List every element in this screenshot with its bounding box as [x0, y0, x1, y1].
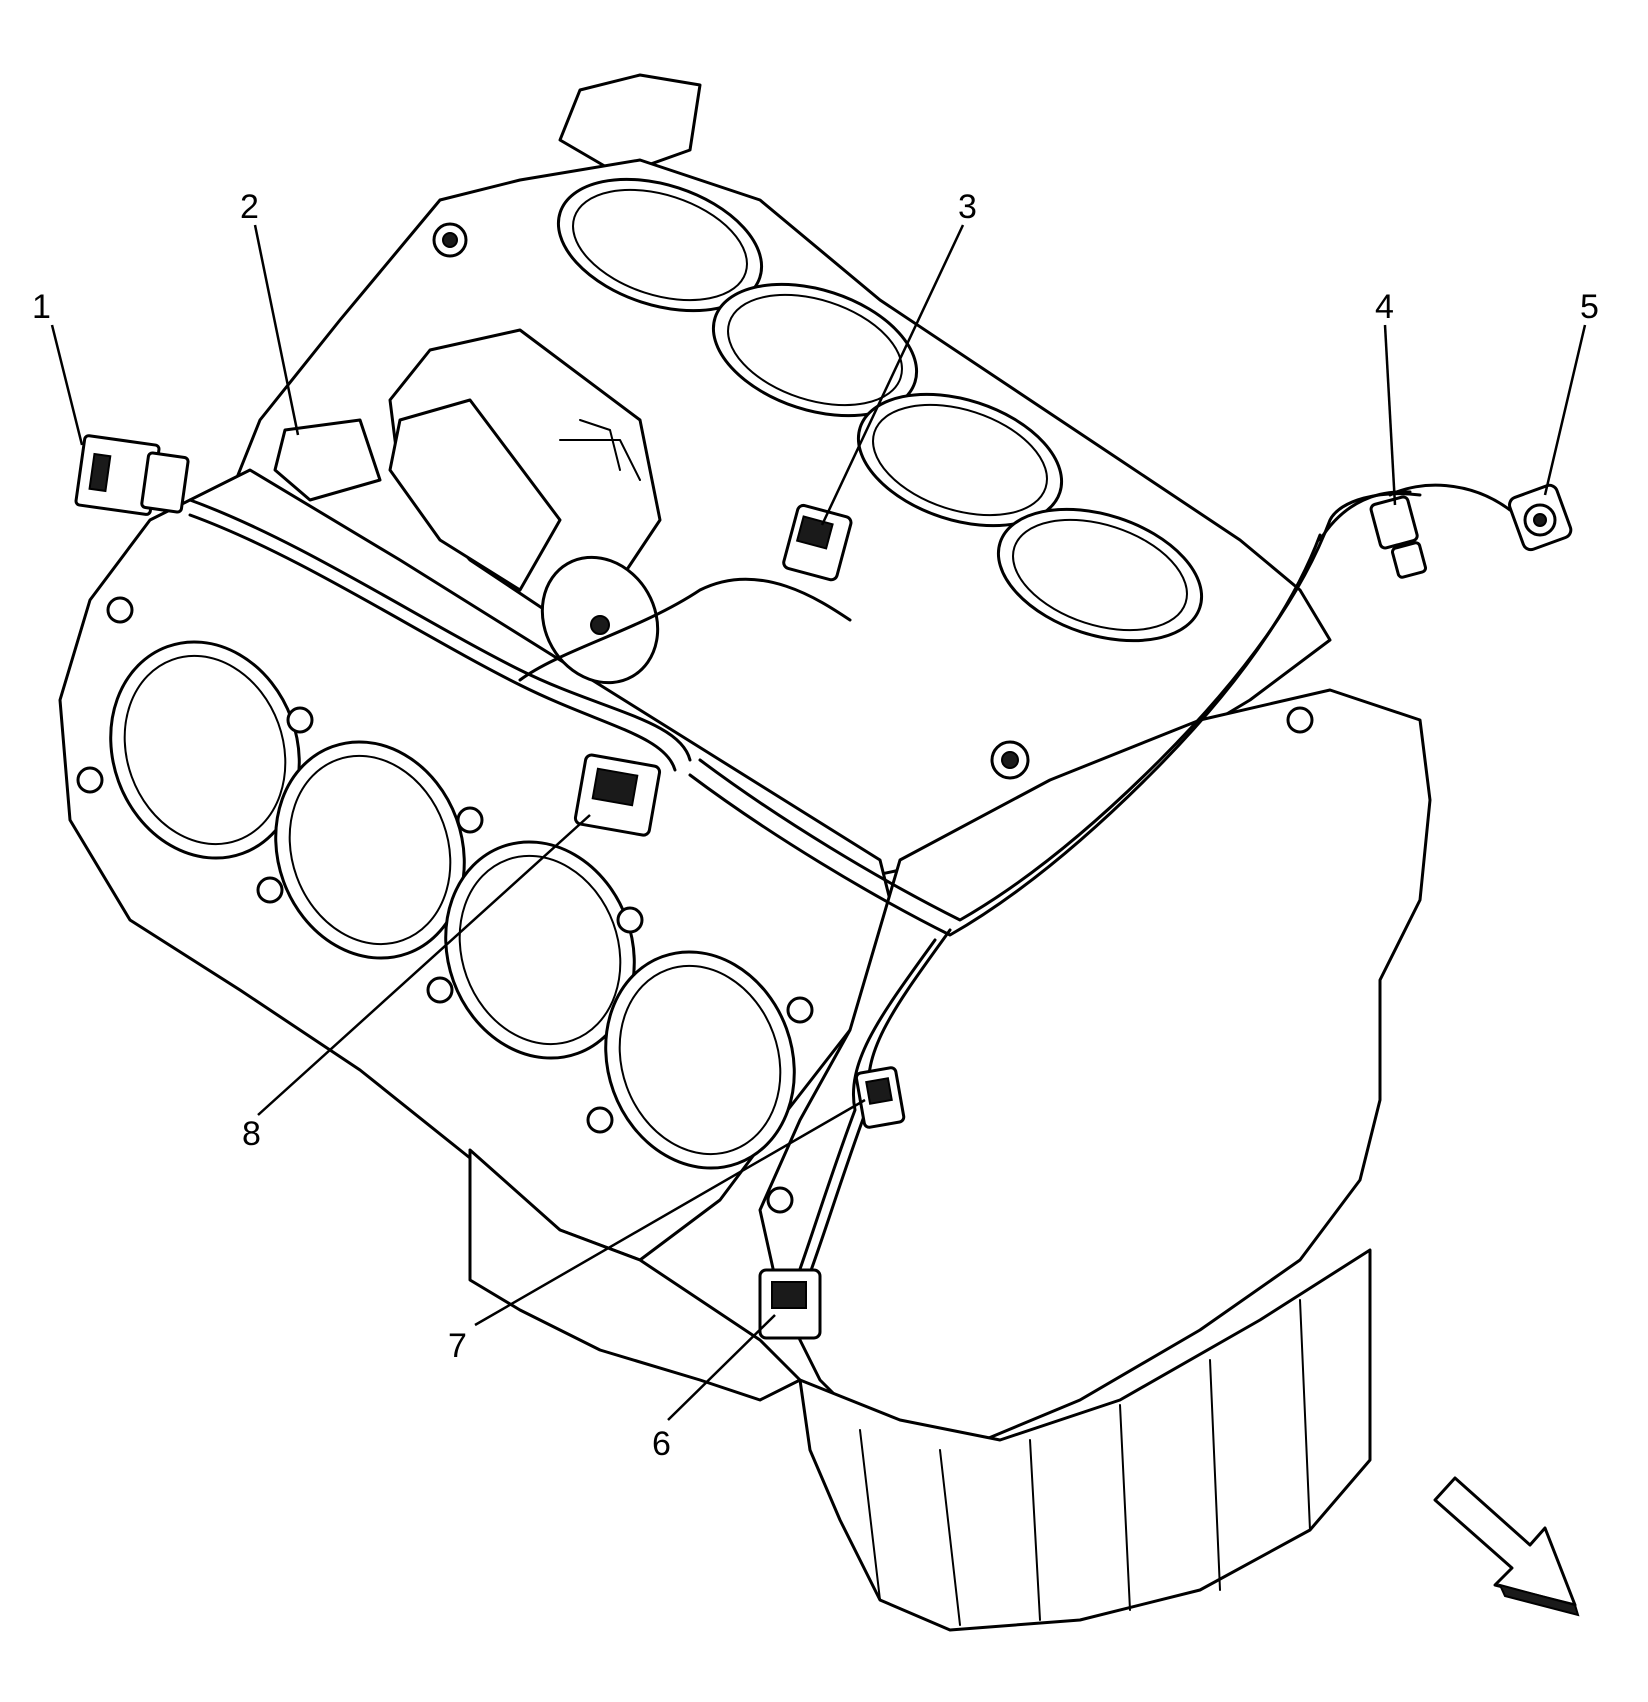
callout-1: 1: [32, 288, 51, 326]
left-bank-cylinder-bores: [76, 596, 814, 1214]
starter-motor: [388, 328, 662, 685]
sensor-5: [1508, 483, 1573, 552]
sensor-6: [758, 1268, 822, 1340]
view-direction-arrow-icon: [1433, 1476, 1580, 1617]
sensor-7: [854, 1066, 906, 1129]
connector-1: [74, 434, 190, 516]
right-bank-cylinder-bores: [432, 177, 1314, 780]
callout-5: 5: [1580, 288, 1599, 326]
callout-labels: 1 2 3 4 5 6 7 8: [32, 188, 1599, 1463]
sensor-8: [573, 753, 662, 837]
sensor-3: [782, 503, 853, 582]
connector-4: [1369, 495, 1428, 579]
callout-4: 4: [1375, 288, 1394, 326]
callout-3: 3: [958, 188, 977, 226]
leader-lines: [50, 224, 1587, 1421]
callout-8: 8: [242, 1115, 261, 1153]
wiring-harness: [188, 483, 1512, 1312]
callout-7: 7: [448, 1327, 467, 1365]
callout-2: 2: [240, 188, 259, 226]
callout-6: 6: [652, 1425, 671, 1463]
bracket-2: [273, 418, 382, 502]
